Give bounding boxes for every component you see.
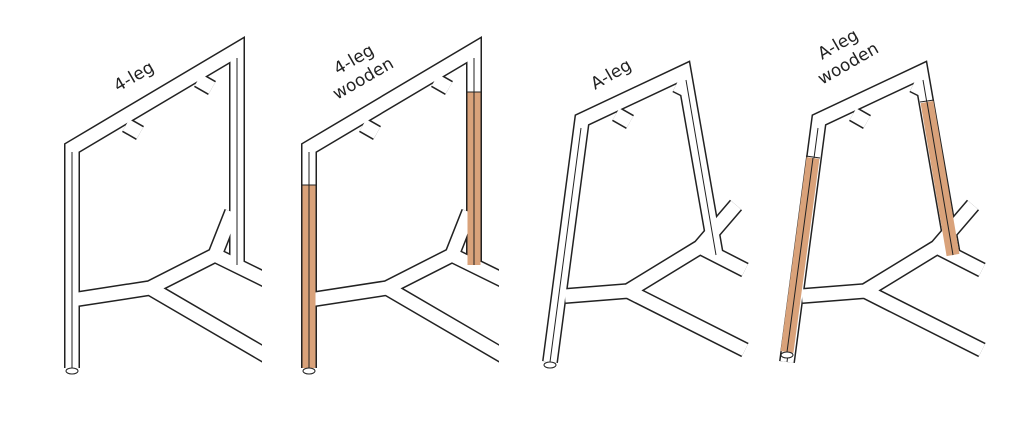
label-4-leg: 4-leg (111, 58, 158, 97)
frame-4-leg (64, 35, 262, 375)
foot-cap (65, 367, 79, 375)
frame-a-leg-wooden (781, 72, 982, 362)
label-a-leg: A-leg (588, 55, 636, 94)
frame-4-leg-wooden (302, 50, 507, 374)
frame-a-leg (542, 60, 749, 369)
